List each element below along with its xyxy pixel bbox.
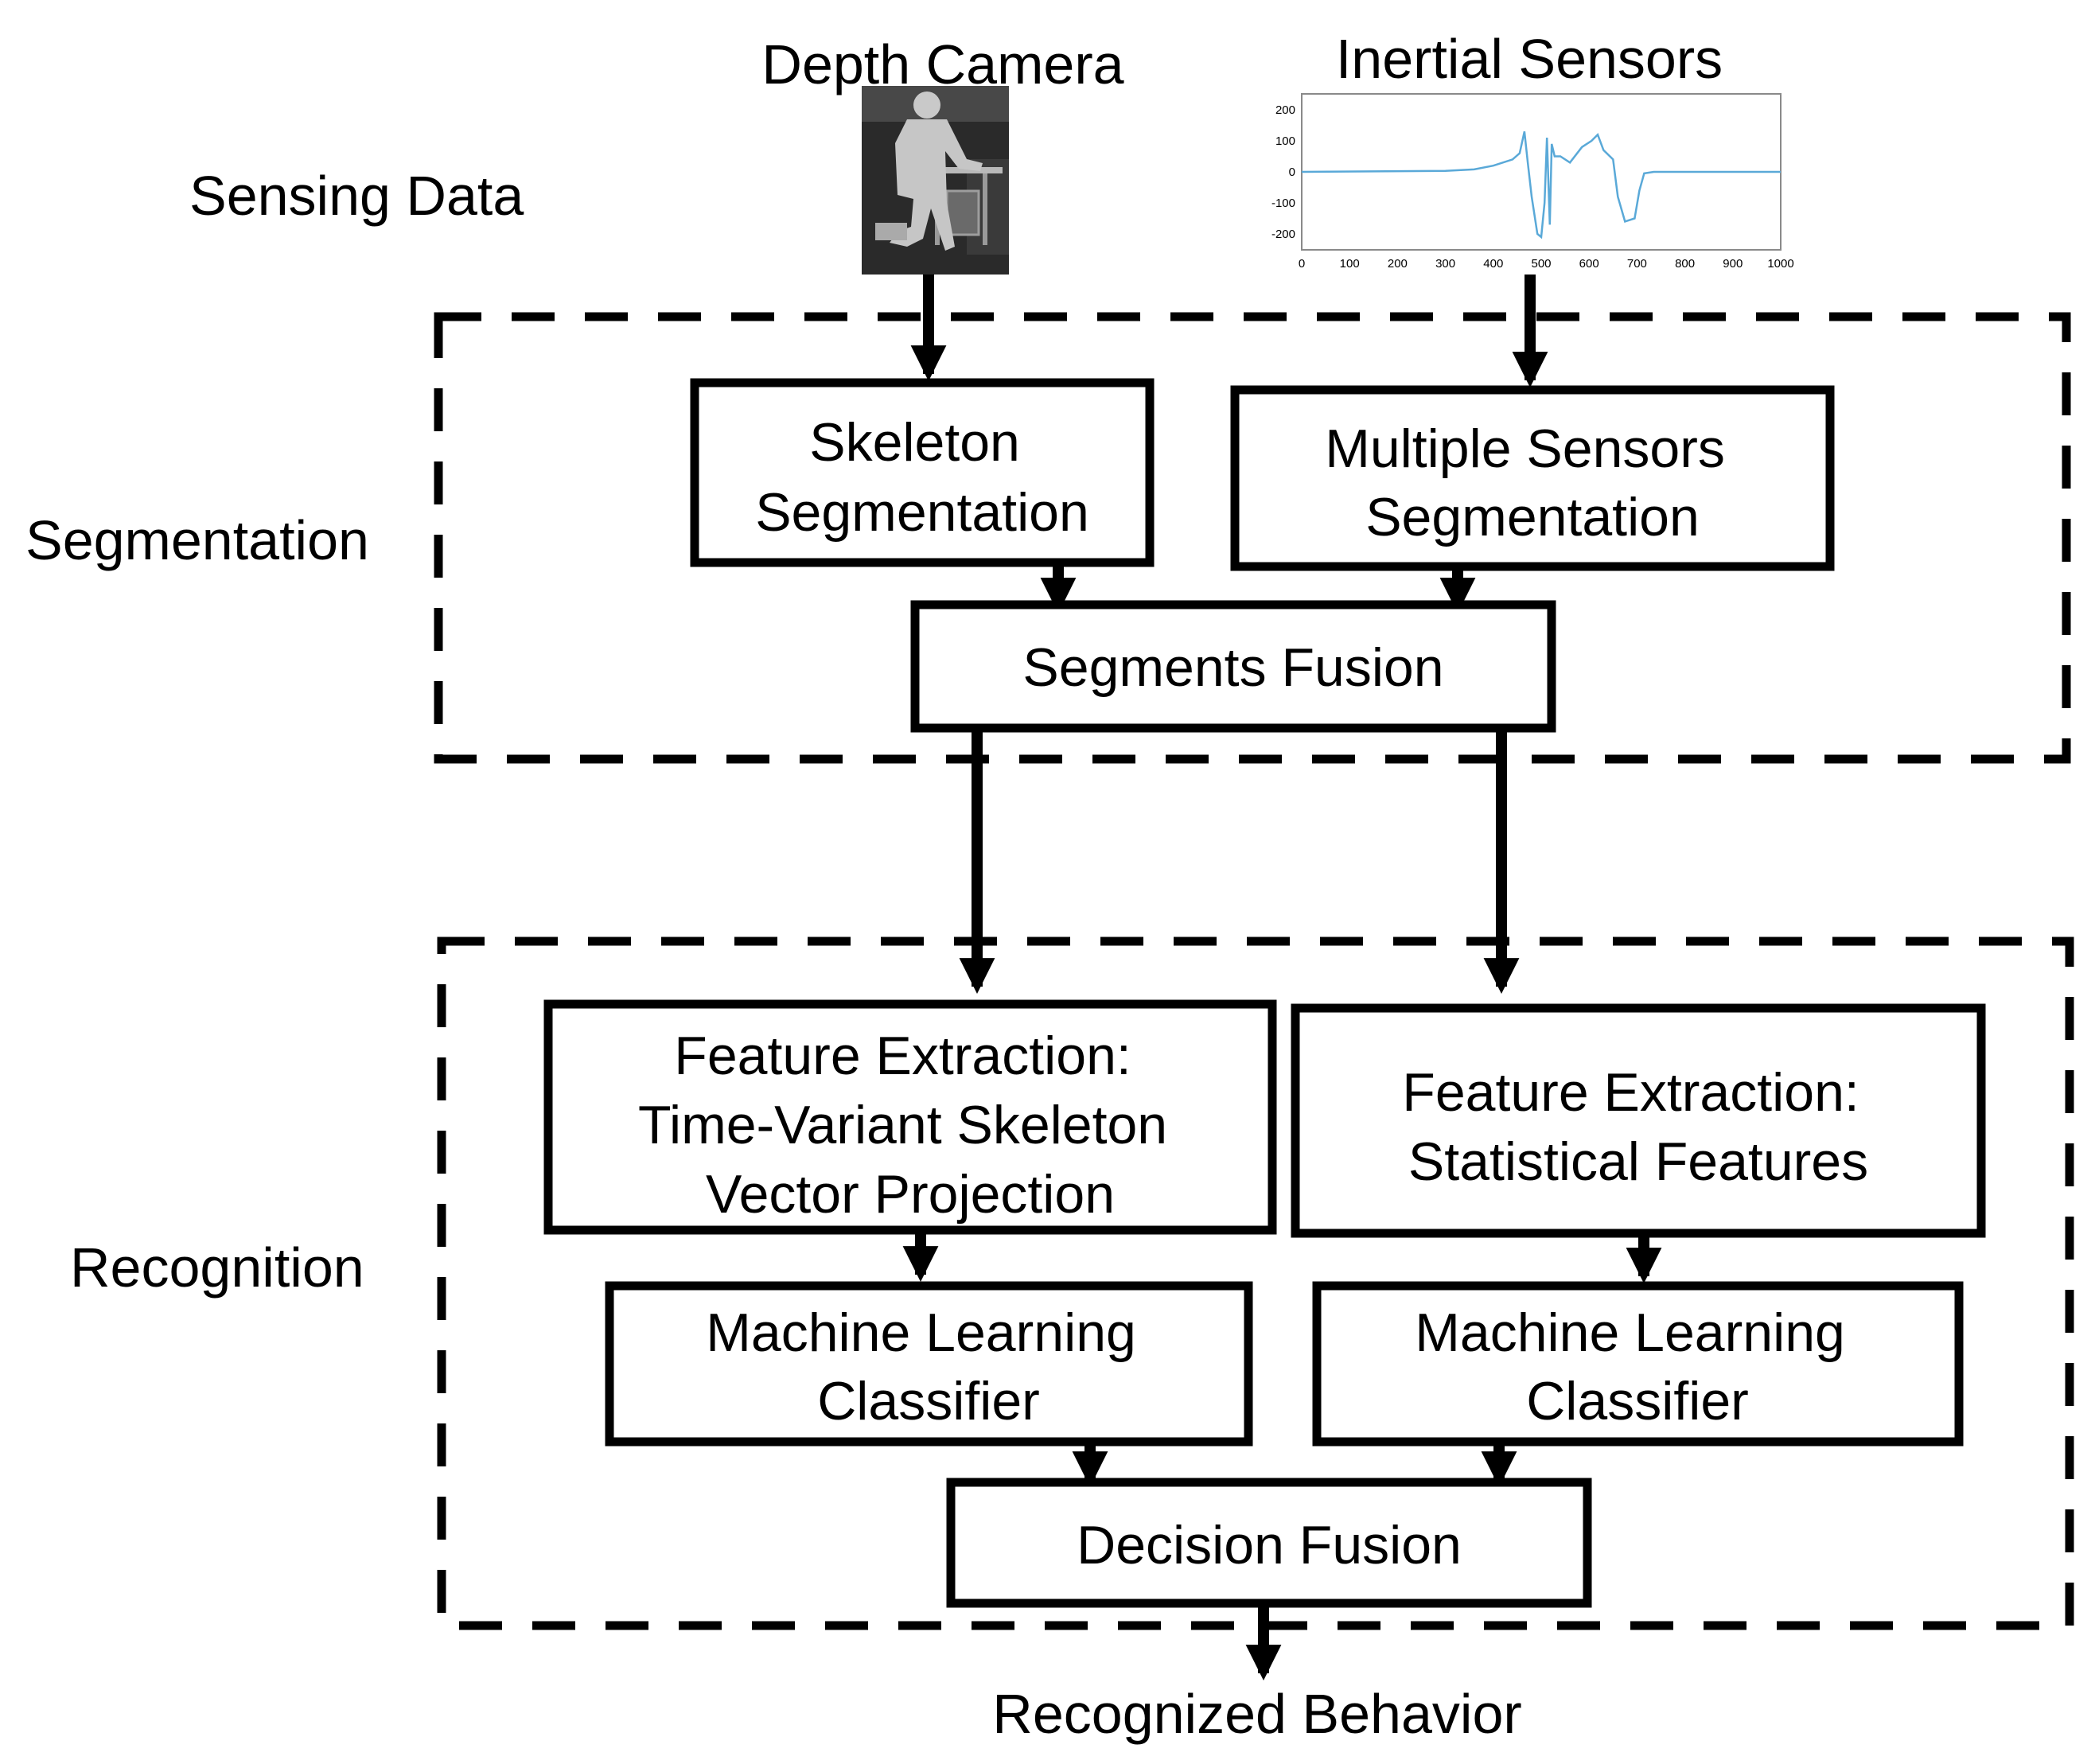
recognition-group — [437, 937, 2074, 1630]
multiple-sensors-segmentation-box: Multiple Sensors Segmentation — [1230, 385, 1835, 571]
machine-learning-classifier-right-box: Machine Learning Classifier — [1312, 1281, 1964, 1447]
y-tick-label: -100 — [1271, 197, 1295, 210]
x-tick-label: 500 — [1531, 257, 1551, 271]
svg-text:Decision Fusion: Decision Fusion — [1077, 1515, 1462, 1575]
sensing-data-label: Sensing Data — [189, 165, 524, 227]
skeleton-seg-line-1: Skeleton — [809, 412, 1020, 473]
x-tick-label: 0 — [1299, 257, 1305, 271]
feature-extraction-skeleton-box: Feature Extraction: Time-Variant Skeleto… — [543, 999, 1277, 1235]
x-tick-label: 400 — [1483, 257, 1503, 271]
svg-text:Multiple Sensors Segment: Multiple Sensors Segmentation — [1325, 419, 1740, 547]
skeleton-seg-line-2: Segmentation — [755, 482, 1089, 543]
depth-camera-image — [862, 86, 1009, 275]
multi-seg-line-1: Multiple Sensors — [1325, 419, 1725, 479]
feat-stat-line-2: Statistical Features — [1408, 1131, 1868, 1192]
svg-text:Machine Learning Classif: Machine Learning Classifier — [1415, 1303, 1860, 1431]
ml-right-line-2: Classifier — [1526, 1371, 1749, 1431]
segmentation-group — [434, 312, 2071, 764]
svg-text:Feature Extraction: Stat: Feature Extraction: Statistical Features — [1402, 1062, 1874, 1192]
segments-fusion-box: Segments Fusion — [910, 600, 1556, 733]
segmentation-label: Segmentation — [25, 509, 369, 571]
svg-text:Feature Extraction: Time: Feature Extraction: Time-Variant Skeleto… — [638, 1026, 1182, 1225]
decision-fusion-box: Decision Fusion — [946, 1478, 1592, 1608]
feature-extraction-statistical-box: Feature Extraction: Statistical Features — [1291, 1003, 1986, 1238]
y-tick-label: 100 — [1275, 134, 1295, 148]
decision-fusion-line-1: Decision Fusion — [1077, 1515, 1462, 1575]
feat-skeleton-line-1: Feature Extraction: — [674, 1026, 1131, 1086]
machine-learning-classifier-left-box: Machine Learning Classifier — [605, 1281, 1253, 1447]
x-tick-label: 600 — [1579, 257, 1599, 271]
connectors — [902, 275, 1662, 1680]
x-tick-label: 1000 — [1767, 257, 1793, 271]
feat-stat-line-1: Feature Extraction: — [1402, 1062, 1859, 1123]
multi-seg-line-2: Segmentation — [1365, 487, 1700, 547]
x-tick-label: 100 — [1340, 257, 1360, 271]
feat-skeleton-line-2: Time-Variant Skeleton — [638, 1095, 1167, 1155]
x-tick-label: 300 — [1435, 257, 1455, 271]
depth-camera-label: Depth Camera — [761, 33, 1123, 95]
feat-skeleton-line-3: Vector Projection — [706, 1164, 1115, 1225]
ml-left-line-2: Classifier — [817, 1371, 1040, 1431]
recognition-label: Recognition — [70, 1236, 364, 1299]
svg-text:Skeleton Segmentation: Skeleton Segmentation — [755, 412, 1089, 543]
sensor-signal-line — [1301, 131, 1781, 239]
ml-right-line-1: Machine Learning — [1415, 1303, 1845, 1363]
skeleton-segmentation-box: Skeleton Segmentation — [690, 378, 1155, 567]
svg-text:Machine Learning Classif: Machine Learning Classifier — [706, 1303, 1151, 1431]
y-tick-label: 200 — [1275, 103, 1295, 117]
svg-text:Segments Fusion: Segments Fusion — [1022, 637, 1443, 698]
inertial-sensors-label: Inertial Sensors — [1336, 28, 1723, 90]
x-tick-label: 800 — [1675, 257, 1695, 271]
y-tick-label: -200 — [1271, 228, 1295, 241]
recognized-behavior-label: Recognized Behavior — [992, 1683, 1521, 1745]
ml-left-line-1: Machine Learning — [706, 1303, 1136, 1363]
x-tick-label: 200 — [1388, 257, 1408, 271]
x-tick-label: 900 — [1723, 257, 1743, 271]
segments-fusion-line-1: Segments Fusion — [1022, 637, 1443, 698]
y-tick-label: 0 — [1289, 165, 1295, 179]
x-tick-label: 700 — [1627, 257, 1647, 271]
